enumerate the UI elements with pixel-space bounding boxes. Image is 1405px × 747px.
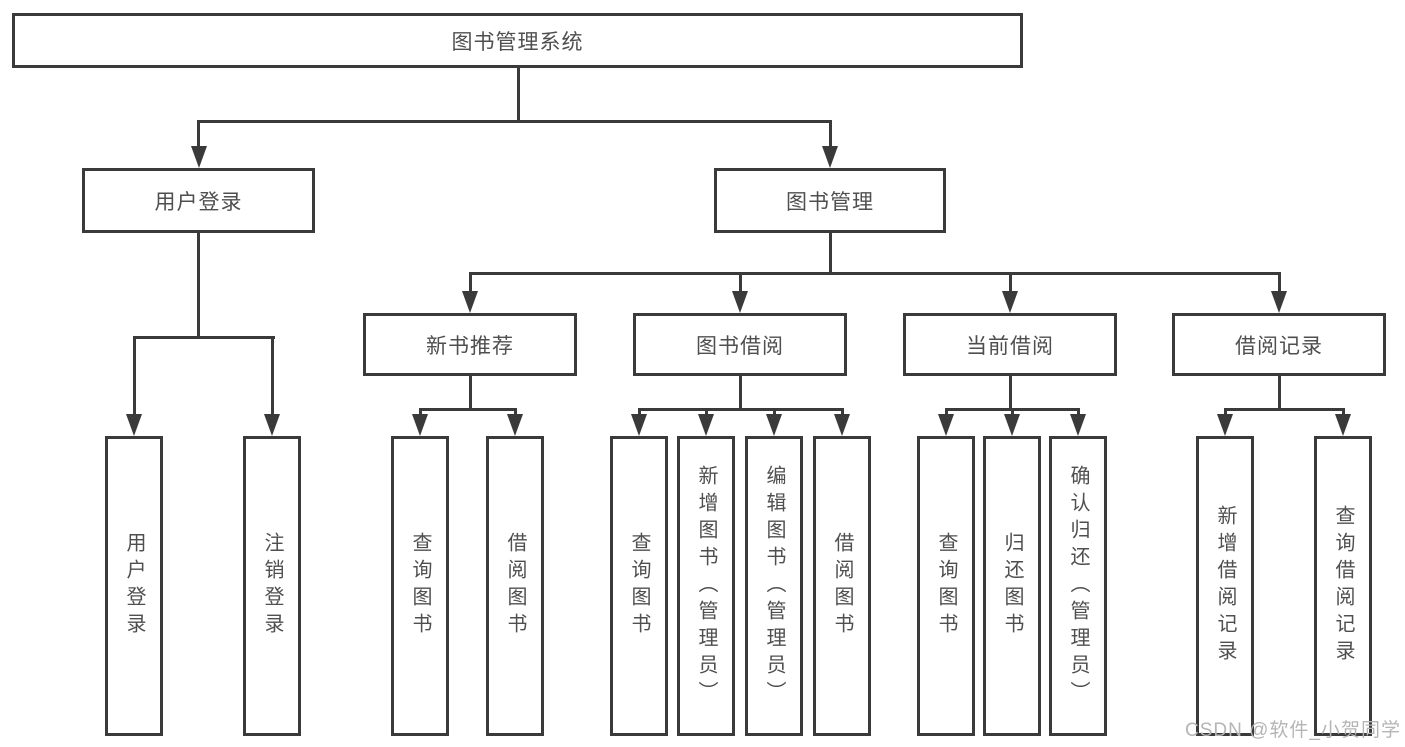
node-label: 用户登录 [154, 190, 243, 214]
arrowhead-icon [1002, 291, 1018, 313]
arrowhead-icon [1070, 414, 1086, 436]
connector-vline [516, 67, 520, 120]
connector-vline [1010, 408, 1014, 414]
connector-vline [468, 376, 472, 408]
node-label: 图书借阅 [696, 334, 784, 358]
node-label: 查询图书 [628, 532, 650, 640]
connector-vline [828, 120, 832, 148]
arrowhead-icon [938, 414, 954, 436]
node-label: 注销登录 [261, 532, 283, 640]
arrowhead-icon [834, 414, 850, 436]
node-label: 查询借阅记录 [1332, 505, 1354, 667]
arrowhead-icon [698, 414, 714, 436]
leaf-borrow-books: 借阅图书 [486, 436, 544, 736]
node-label: 借阅图书 [831, 532, 853, 640]
connector-vline [1076, 408, 1080, 414]
connector-vline [1277, 272, 1281, 291]
connector-hline [637, 408, 844, 411]
leaf-add-borrow-record: 新增借阅记录 [1196, 436, 1254, 736]
arrowhead-icon [507, 414, 523, 436]
arrowhead-icon [1335, 414, 1351, 436]
node-label: 图书管理系统 [451, 30, 584, 54]
connector-hline [468, 272, 1281, 275]
leaf-edit-book-admin: 编辑图书（管理员） [745, 436, 803, 736]
arrowhead-icon [1217, 414, 1233, 436]
node-user-login: 用户登录 [82, 168, 315, 233]
connector-vline [1277, 376, 1281, 408]
node-label: 图书管理 [786, 190, 874, 214]
leaf-return-books: 归还图书 [983, 436, 1041, 736]
node-label: 查询图书 [935, 532, 957, 640]
connector-vline [132, 336, 136, 414]
node-new-book-recommendation: 新书推荐 [363, 313, 577, 376]
leaf-add-book-admin: 新增图书（管理员） [677, 436, 735, 736]
node-label: 编辑图书（管理员） [763, 464, 785, 708]
node-label: 借阅图书 [504, 532, 526, 640]
arrowhead-icon [412, 414, 428, 436]
connector-hline [418, 408, 517, 411]
leaf-query-books: 查询图书 [917, 436, 975, 736]
arrowhead-icon [631, 414, 647, 436]
arrowhead-icon [1271, 291, 1287, 313]
node-label: 新增借阅记录 [1214, 505, 1236, 667]
connector-vline [197, 233, 200, 336]
node-label: 借阅记录 [1235, 334, 1323, 358]
connector-vline [704, 408, 708, 414]
connector-vline [738, 376, 742, 408]
connector-vline [1341, 408, 1345, 414]
leaf-confirm-return-admin: 确认归还（管理员） [1049, 436, 1107, 736]
node-book-borrowing: 图书借阅 [633, 313, 847, 376]
node-current-borrowing: 当前借阅 [903, 313, 1117, 376]
connector-vline [840, 408, 844, 414]
connector-vline [738, 272, 742, 291]
connector-hline [197, 120, 831, 123]
connector-vline [637, 408, 641, 414]
node-label: 查询图书 [409, 532, 431, 640]
leaf-user-login: 用户登录 [105, 436, 163, 736]
arrowhead-icon [190, 146, 207, 168]
node-book-management: 图书管理 [714, 168, 946, 233]
watermark-text: CSDN @软件_小贺同学 [1185, 720, 1401, 741]
node-label: 当前借阅 [966, 334, 1054, 358]
connector-vline [418, 408, 422, 414]
connector-vline [270, 336, 274, 414]
arrowhead-icon [126, 414, 142, 436]
connector-hline [1223, 408, 1345, 411]
leaf-borrow-books: 借阅图书 [813, 436, 871, 736]
leaf-logout: 注销登录 [243, 436, 301, 736]
arrowhead-icon [822, 146, 838, 168]
leaf-query-borrow-record: 查询借阅记录 [1314, 436, 1372, 736]
connector-hline [132, 336, 275, 339]
connector-vline [944, 408, 948, 414]
connector-vline [468, 272, 472, 291]
connector-vline [1223, 408, 1227, 414]
node-library-system: 图书管理系统 [12, 13, 1023, 68]
arrowhead-icon [462, 291, 478, 313]
arrowhead-icon [1004, 414, 1020, 436]
node-borrowing-records: 借阅记录 [1172, 313, 1386, 376]
leaf-query-books: 查询图书 [391, 436, 449, 736]
connector-vline [828, 233, 832, 272]
arrowhead-icon [732, 291, 748, 313]
connector-vline [1008, 376, 1012, 408]
leaf-query-books: 查询图书 [610, 436, 668, 736]
node-label: 新书推荐 [426, 334, 514, 358]
connector-vline [197, 120, 200, 148]
arrowhead-icon [264, 414, 280, 436]
node-label: 新增图书（管理员） [695, 464, 717, 708]
connector-vline [513, 408, 517, 414]
connector-vline [772, 408, 776, 414]
node-label: 用户登录 [123, 532, 145, 640]
connector-vline [1008, 272, 1012, 291]
node-label: 确认归还（管理员） [1067, 464, 1089, 708]
arrowhead-icon [766, 414, 782, 436]
node-label: 归还图书 [1001, 532, 1023, 640]
